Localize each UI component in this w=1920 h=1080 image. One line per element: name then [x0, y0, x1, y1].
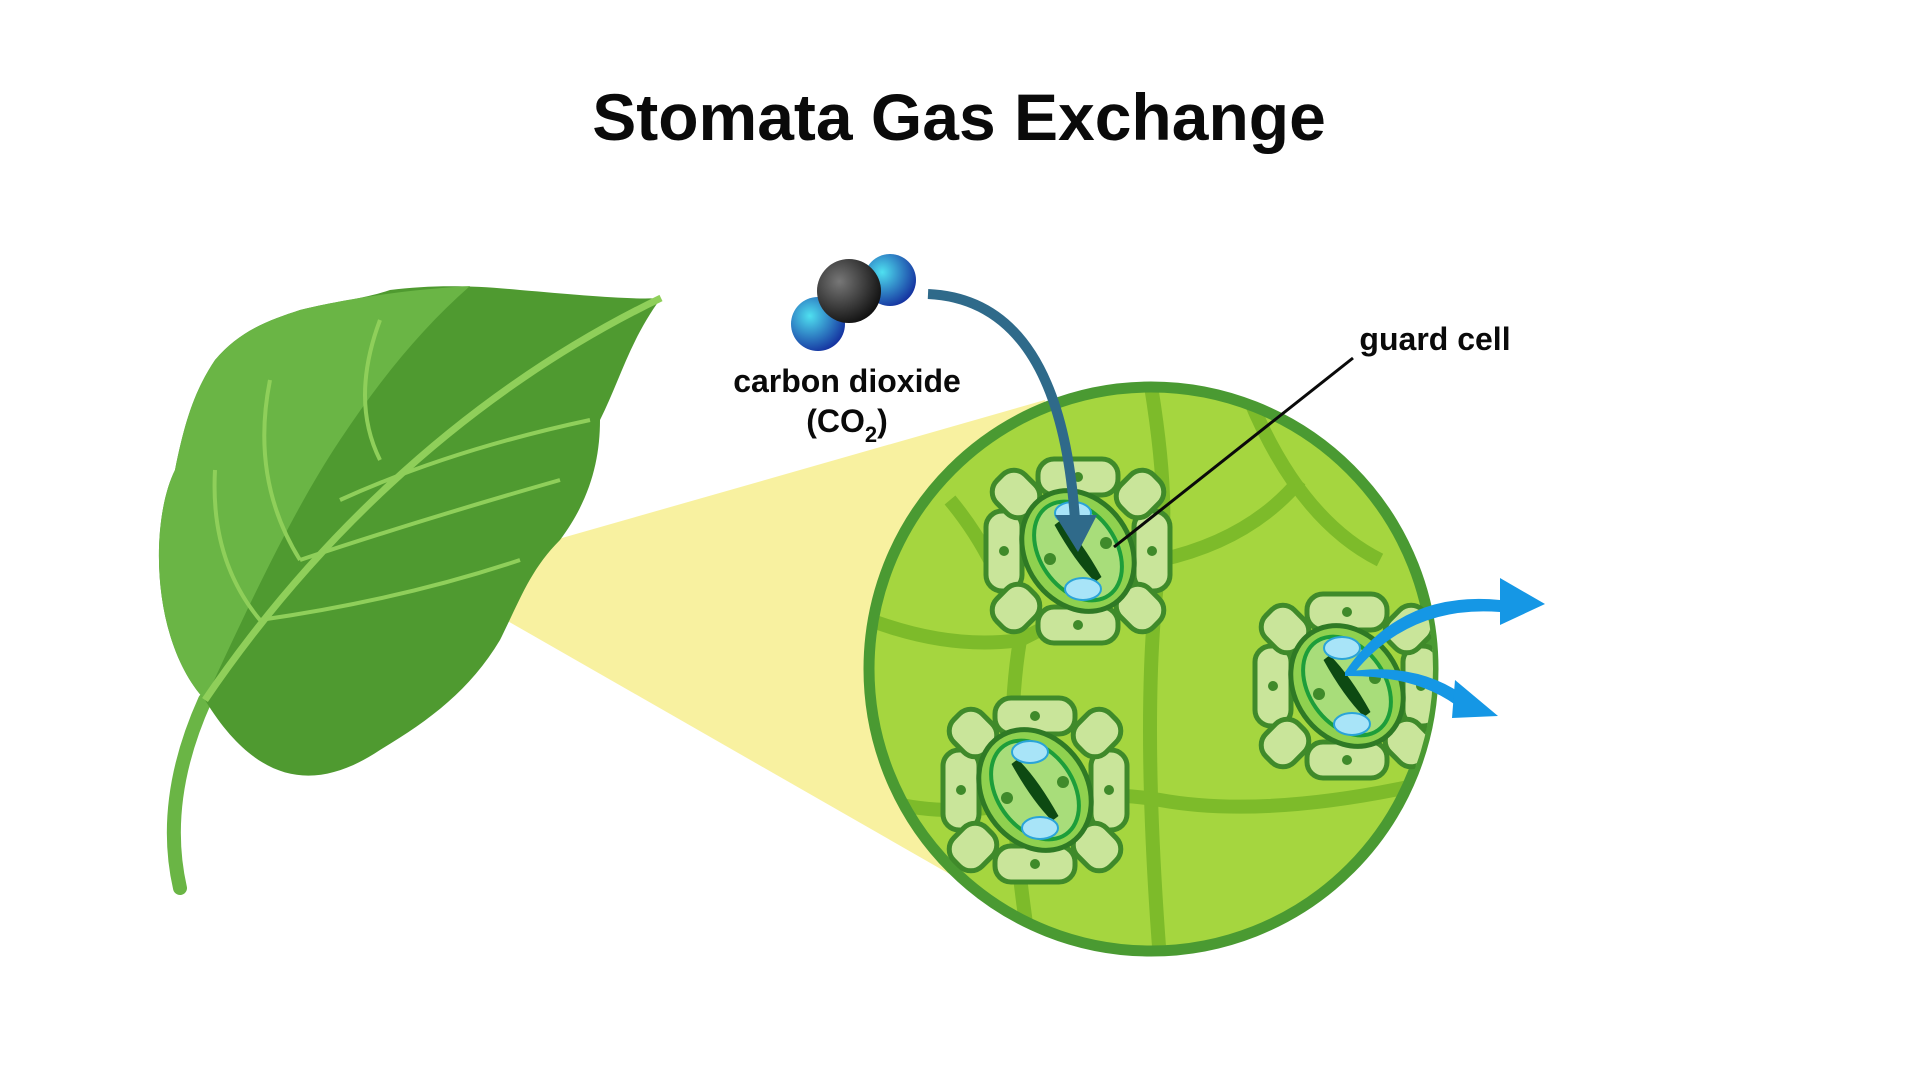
leaf-illustration: [158, 286, 663, 895]
guard-cell-label: guard cell: [1359, 321, 1510, 357]
co2-entry-arrow-icon: [927, 289, 1097, 552]
carbon-dioxide-label: carbon dioxide: [733, 363, 961, 399]
stoma-bottom: [943, 698, 1128, 882]
guard-cell-pointer-line: [1113, 356, 1354, 549]
co2-molecule-icon: [791, 254, 916, 351]
co2-formula-label: (CO2): [806, 403, 888, 447]
gas-exit-arrows-icon: [1345, 578, 1545, 718]
diagram-title: Stomata Gas Exchange: [592, 80, 1326, 154]
magnified-leaf-surface: [863, 381, 1439, 957]
